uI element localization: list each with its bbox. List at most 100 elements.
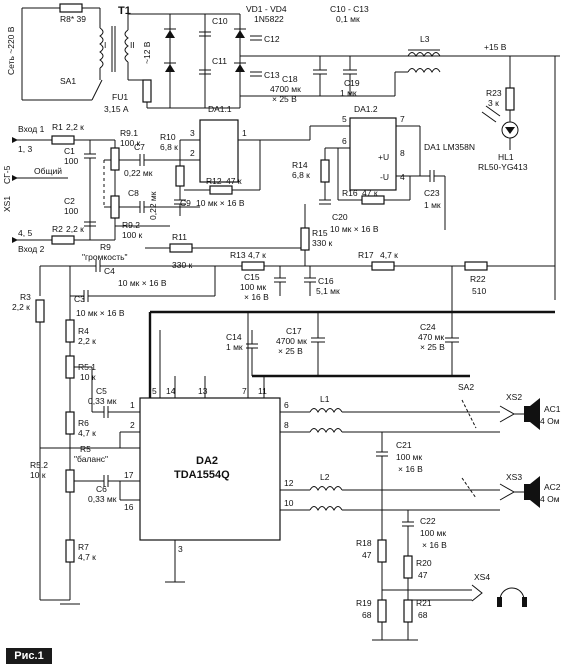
r5-1-pot <box>65 355 75 379</box>
da2-pin16: 16 <box>124 502 134 512</box>
c14-label: C14 <box>226 332 242 342</box>
c5-value: 0,33 мк <box>88 396 117 406</box>
t1-secondary-winding <box>124 29 129 63</box>
r16-label: R16 <box>342 188 358 198</box>
da2-pin6: 6 <box>284 400 289 410</box>
sa2-label: SA2 <box>458 382 474 392</box>
da2-pin12: 12 <box>284 478 294 488</box>
r3-value: 2,2 к <box>12 302 30 312</box>
r9-1-value: 100 к <box>120 138 141 148</box>
l3-inductor <box>407 52 441 58</box>
da2-pin11: 11 <box>258 386 267 396</box>
r19-value: 68 <box>362 610 372 620</box>
c23-label: C23 <box>424 188 440 198</box>
r16-value: 47 к <box>362 188 378 198</box>
l2-label: L2 <box>320 472 330 482</box>
c20-value: 10 мк × 16 В <box>330 224 379 234</box>
da1-pin2: 2 <box>190 148 195 158</box>
vd1-diode <box>165 30 175 38</box>
c6-label: C6 <box>96 484 107 494</box>
da1-pin7: 7 <box>400 114 405 124</box>
c22-label: C22 <box>420 516 436 526</box>
c19-label: C19 <box>344 78 360 88</box>
c23-value: 1 мк <box>424 200 441 210</box>
l1-inductor-2 <box>309 428 343 434</box>
xs4-label: XS4 <box>474 572 490 582</box>
c4-value: 10 мк × 16 В <box>118 278 167 288</box>
c18-value: 4700 мк <box>270 84 301 94</box>
r21-resistor <box>403 599 413 623</box>
c16-value: 5,1 мк <box>316 286 340 296</box>
da2-pin2: 2 <box>130 420 135 430</box>
r17-label: R17 <box>358 250 374 260</box>
da2-pin13: 13 <box>198 386 208 396</box>
r15-resistor <box>300 227 310 251</box>
r5-label: R5 <box>80 444 91 454</box>
r1-label: R1 <box>52 122 63 132</box>
r10-label: R10 <box>160 132 176 142</box>
c14-value: 1 мк <box>226 342 243 352</box>
da1-pin4: 4 <box>400 172 405 182</box>
c1-value: 100 <box>64 156 78 166</box>
c10-13-label: C10 - C13 <box>330 4 369 14</box>
da1-pin3: 3 <box>190 128 195 138</box>
da2-pin8: 8 <box>284 420 289 430</box>
c11-label: C11 <box>212 56 227 66</box>
r9-label: R9 <box>100 242 111 252</box>
in2-pins: 4, 5 <box>18 228 32 238</box>
r17-resistor <box>371 261 395 271</box>
r17-value: 4,7 к <box>380 250 398 260</box>
in2-label: Вход 2 <box>18 244 45 254</box>
ac12-label: ~12 В <box>142 41 152 64</box>
r6-value: 4,7 к <box>78 428 96 438</box>
ac2-speaker-cone <box>530 476 540 508</box>
figure-label: Рис.1 <box>6 648 52 664</box>
led-light-arrow <box>481 111 497 123</box>
c5-label: C5 <box>96 386 107 396</box>
r7-value: 4,7 к <box>78 552 96 562</box>
c2-value: 100 <box>64 206 78 216</box>
c7-value: 0,22 мк <box>124 168 153 178</box>
t1-primary-label: I <box>104 40 106 50</box>
c21-voltage: × 16 В <box>398 464 423 474</box>
r4-value: 2,2 к <box>78 336 96 346</box>
c17-value: 4700 мк <box>276 336 307 346</box>
c8-value: 0,22 мк <box>148 191 158 220</box>
sa2-switch <box>461 399 477 429</box>
c8-label: C8 <box>128 188 139 198</box>
da1-2-opamp <box>349 117 397 191</box>
r13-resistor <box>241 261 265 271</box>
r9-2-label: R9.2 <box>122 220 140 230</box>
headphones-icon <box>499 587 525 601</box>
r19-resistor <box>377 599 387 623</box>
sa1-switch <box>91 79 103 101</box>
xs3-label: XS3 <box>506 472 522 482</box>
mains-label: Сеть ~220 В <box>6 26 16 75</box>
headphones-right-cup <box>522 597 527 607</box>
common-label: Общий <box>34 166 62 176</box>
r12-label: R12 <box>206 176 222 186</box>
amplifier-section <box>35 265 555 605</box>
vd3-diode <box>235 30 245 38</box>
r10-resistor <box>175 165 185 187</box>
da1-1-label: DA1.1 <box>208 104 232 114</box>
da2-pin1: 1 <box>130 400 135 410</box>
r5-1-value: 10 к <box>80 372 96 382</box>
r21-label: R21 <box>416 598 432 608</box>
r20-value: 47 <box>418 570 428 580</box>
r22-resistor <box>464 261 488 271</box>
l1-label: L1 <box>320 394 330 404</box>
r9-1-label: R9.1 <box>120 128 138 138</box>
c18-label: C18 <box>282 74 298 84</box>
da1-2-label: DA1.2 <box>354 104 378 114</box>
r14-resistor <box>320 159 330 183</box>
r1-value: 2,2 к <box>66 122 84 132</box>
input-section <box>12 135 200 245</box>
c3-label: C3 <box>74 294 85 304</box>
r19-label: R19 <box>356 598 372 608</box>
in1-label: Вход 1 <box>18 124 45 134</box>
c2-label: C2 <box>64 196 75 206</box>
da1-label: DA1 LM358N <box>424 142 475 152</box>
c15-voltage: × 16 В <box>244 292 269 302</box>
r15-label: R15 <box>312 228 328 238</box>
